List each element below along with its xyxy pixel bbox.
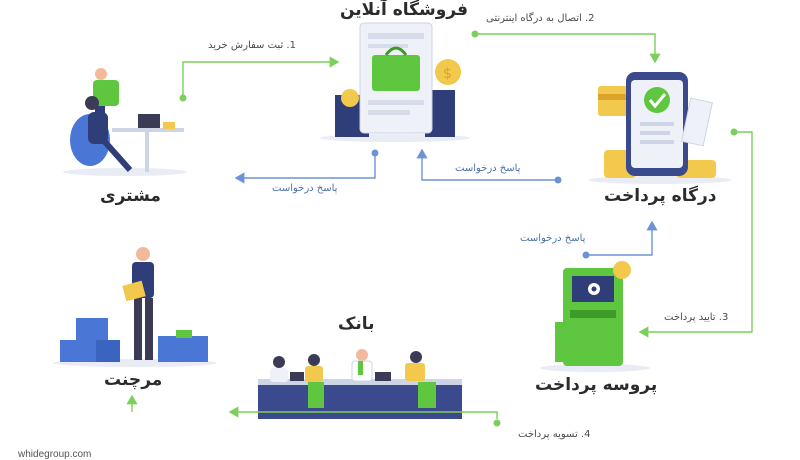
node-label-payment-gateway: درگاه پرداخت (604, 186, 717, 206)
svg-text:$: $ (443, 66, 452, 82)
node-label-online-shop: فروشگاه آنلاین (340, 0, 469, 20)
response-label-gateway: پاسخ درخواست (520, 233, 586, 244)
step-label-4: 4. تسویه پرداخت (518, 429, 591, 440)
step-label-2: 2. اتصال به درگاه اینترنتی (486, 13, 595, 24)
online-shop-illustration: $ (320, 22, 470, 142)
arrow-step-4 (228, 406, 498, 419)
node-label-bank: بانک (338, 314, 375, 334)
customer-illustration (63, 68, 187, 176)
payment-process-illustration (540, 261, 650, 372)
merchant-illustration (53, 247, 217, 367)
arrow-step-2 (475, 33, 661, 64)
arrow-step-1 (182, 56, 340, 98)
response-label-shop: پاسخ درخواست (455, 163, 521, 174)
node-label-customer: مشتری (100, 186, 161, 206)
step-label-3: 3. تایید پرداخت (664, 312, 729, 323)
watermark-text: whidegroup.com (18, 449, 92, 460)
arrow-response-gateway (588, 220, 658, 256)
step-label-1: 1. ثبت سفارش خرید (208, 40, 296, 51)
node-label-payment-process: پروسه پرداخت (535, 375, 658, 395)
flow-arrows (126, 30, 753, 427)
response-label-customer: پاسخ درخواست (272, 183, 338, 194)
payment-gateway-illustration (588, 72, 732, 184)
arrow-response-shop (416, 148, 556, 181)
arrow-step-3 (638, 131, 753, 338)
node-label-merchant: مرچنت (104, 370, 163, 390)
bank-illustration (258, 349, 462, 419)
arrow-response-customer (234, 155, 376, 184)
